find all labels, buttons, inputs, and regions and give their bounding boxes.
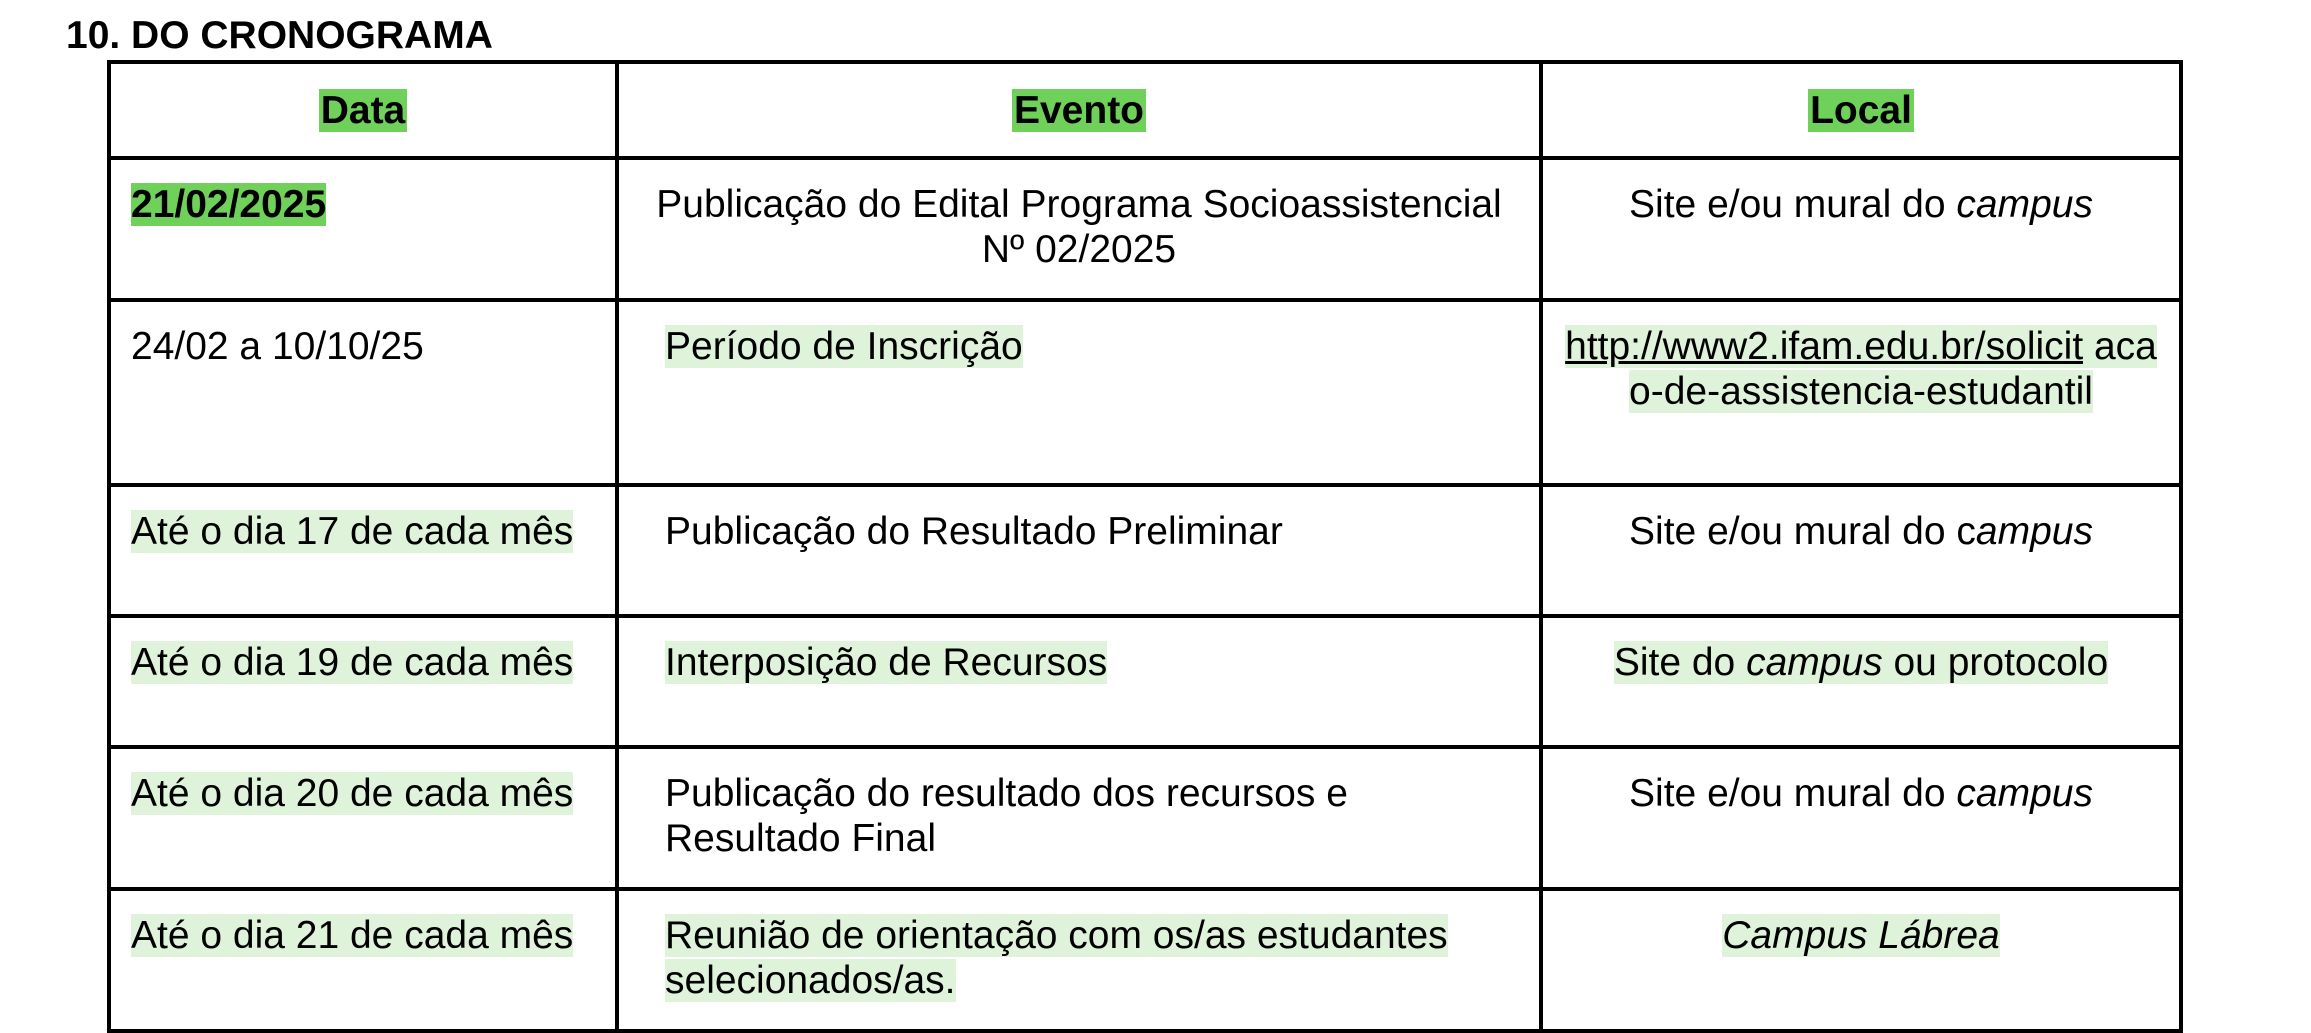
table-row: 24/02 a 10/10/25 Período de Inscrição ht… <box>107 298 2183 487</box>
row-date: Até o dia 21 de cada mês <box>131 914 574 957</box>
table-row: Até o dia 17 de cada mês Publicação do R… <box>107 483 2183 618</box>
row-location-italic: campus <box>1956 183 2093 226</box>
row-date: 24/02 a 10/10/25 <box>131 325 424 368</box>
header-evento-label: Evento <box>1011 88 1147 132</box>
row-location-suffix: ou protocolo <box>1882 641 2109 684</box>
row-location-italic: Campus Lábrea <box>1722 914 2000 957</box>
row-location-prefix: Site do <box>1613 641 1747 684</box>
row-location-cell: Site e/ou mural do campus <box>1539 156 2183 302</box>
section-title: 10. DO CRONOGRAMA <box>66 14 493 57</box>
row-location-italic: campus <box>1746 641 1883 684</box>
header-cell-data: Data <box>107 60 619 160</box>
header-data-label: Data <box>318 88 408 132</box>
row-date: Até o dia 19 de cada mês <box>131 641 574 684</box>
row-location-prefix: Site e/ou mural do c <box>1629 510 1976 553</box>
header-cell-local: Local <box>1539 60 2183 160</box>
row-event-cell: Publicação do Resultado Preliminar <box>615 483 1543 618</box>
row-location-cell: http://www2.ifam.edu.br/solicit acao-de-… <box>1539 298 2183 487</box>
row-location-link[interactable]: http://www2.ifam.edu.br/solicit <box>1565 325 2084 368</box>
row-date-cell: 21/02/2025 <box>107 156 619 302</box>
row-event: Publicação do Edital Programa Socioassis… <box>656 183 1502 271</box>
cronograma-table: Data Evento Local 21/02/2025 Publicação … <box>107 60 2183 1033</box>
table-header-row: Data Evento Local <box>107 60 2183 160</box>
row-location-prefix: Site e/ou mural do <box>1629 772 1957 815</box>
row-date-cell: Até o dia 20 de cada mês <box>107 745 619 891</box>
row-date: Até o dia 17 de cada mês <box>131 510 574 553</box>
row-event: Reunião de orientação com os/as estudant… <box>665 914 1448 1002</box>
row-date-cell: 24/02 a 10/10/25 <box>107 298 619 487</box>
row-event-cell: Período de Inscrição <box>615 298 1543 487</box>
row-location-prefix: Site e/ou mural do <box>1629 183 1957 226</box>
row-event-cell: Interposição de Recursos <box>615 614 1543 749</box>
row-event: Período de Inscrição <box>665 325 1023 368</box>
row-location-italic: campus <box>1956 772 2093 815</box>
row-date: 21/02/2025 <box>131 183 327 226</box>
header-local-label: Local <box>1808 88 1914 132</box>
table-row: Até o dia 19 de cada mês Interposição de… <box>107 614 2183 749</box>
row-event-cell: Publicação do Edital Programa Socioassis… <box>615 156 1543 302</box>
row-date-cell: Até o dia 19 de cada mês <box>107 614 619 749</box>
row-location-cell: Campus Lábrea <box>1539 887 2183 1033</box>
row-date-cell: Até o dia 17 de cada mês <box>107 483 619 618</box>
row-location-cell: Site e/ou mural do campus <box>1539 483 2183 618</box>
row-location-cell: Site e/ou mural do campus <box>1539 745 2183 891</box>
row-event: Publicação do resultado dos recursos e R… <box>665 772 1348 860</box>
table-row: 21/02/2025 Publicação do Edital Programa… <box>107 156 2183 302</box>
row-date-cell: Até o dia 21 de cada mês <box>107 887 619 1033</box>
row-event-cell: Publicação do resultado dos recursos e R… <box>615 745 1543 891</box>
table-row: Até o dia 20 de cada mês Publicação do r… <box>107 745 2183 891</box>
table-row: Até o dia 21 de cada mês Reunião de orie… <box>107 887 2183 1033</box>
row-date: Até o dia 20 de cada mês <box>131 772 574 815</box>
row-event: Publicação do Resultado Preliminar <box>665 510 1283 553</box>
row-location-cell: Site do campus ou protocolo <box>1539 614 2183 749</box>
row-event-cell: Reunião de orientação com os/as estudant… <box>615 887 1543 1033</box>
header-cell-evento: Evento <box>615 60 1543 160</box>
row-event: Interposição de Recursos <box>665 641 1108 684</box>
row-location-italic: ampus <box>1975 510 2093 553</box>
